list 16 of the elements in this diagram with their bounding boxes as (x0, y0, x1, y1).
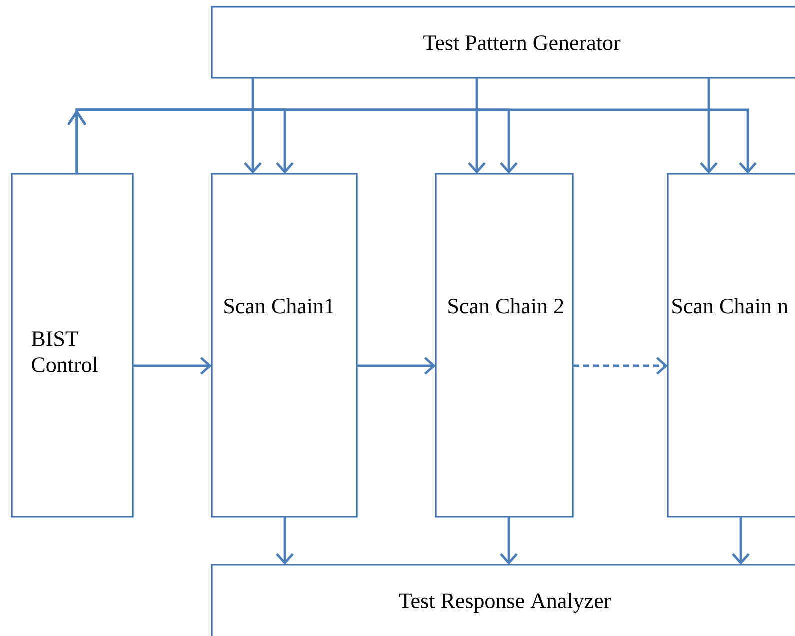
arrow (357, 357, 436, 375)
arrow (244, 78, 262, 174)
scan-chain-box: Scan Chain n (667, 173, 795, 518)
arrow (700, 78, 718, 174)
analyzer-box: Test Response Analyzer (211, 564, 795, 636)
generator-box: Test Pattern Generator (211, 6, 795, 79)
arrow (468, 78, 486, 174)
arrow (573, 357, 668, 375)
control-box: BIST Control (11, 173, 134, 518)
scan-chain-box: Scan Chain1 (211, 173, 358, 518)
arrow (732, 517, 750, 565)
scan-chain-box: Scan Chain 2 (435, 173, 574, 518)
arrow (133, 357, 212, 375)
arrow (276, 517, 294, 565)
arrow (500, 517, 518, 565)
arrow (68, 108, 757, 174)
